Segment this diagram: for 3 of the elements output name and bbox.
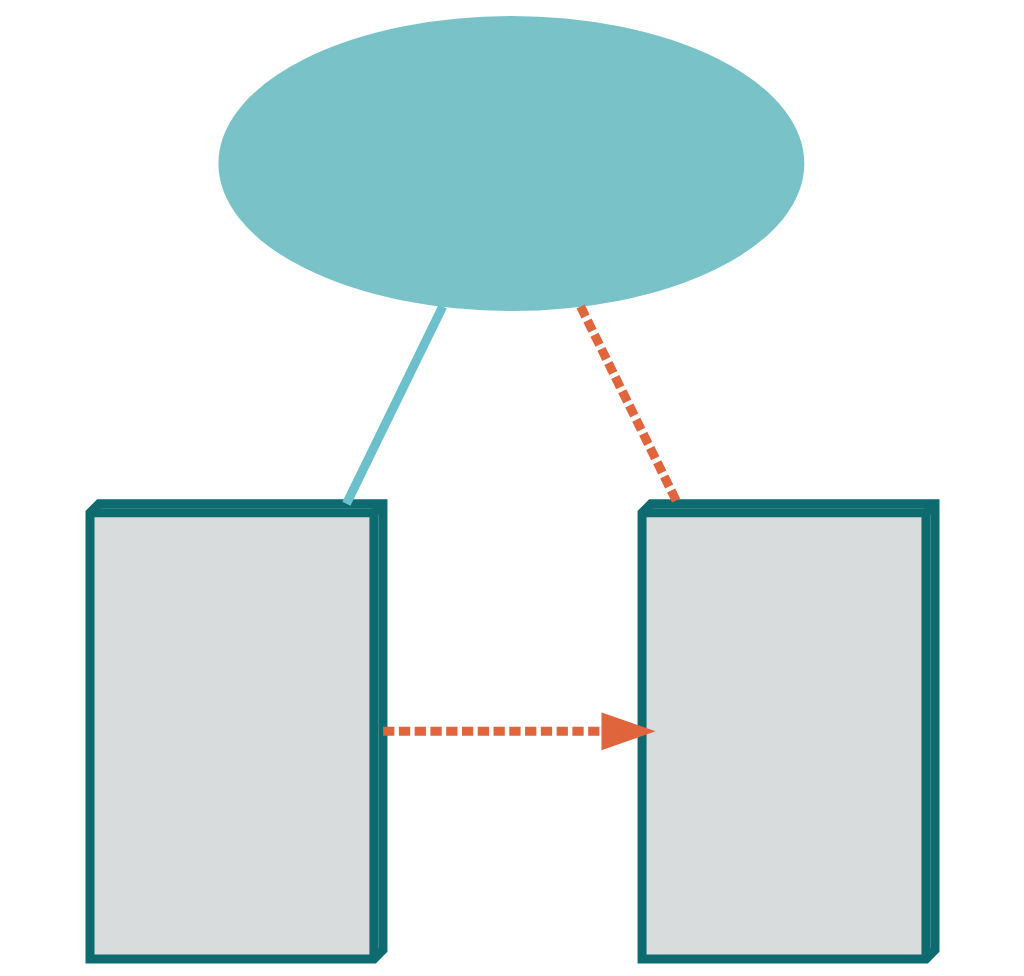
connector xyxy=(341,304,447,506)
arrow xyxy=(382,712,656,751)
node-cloud xyxy=(217,15,804,312)
